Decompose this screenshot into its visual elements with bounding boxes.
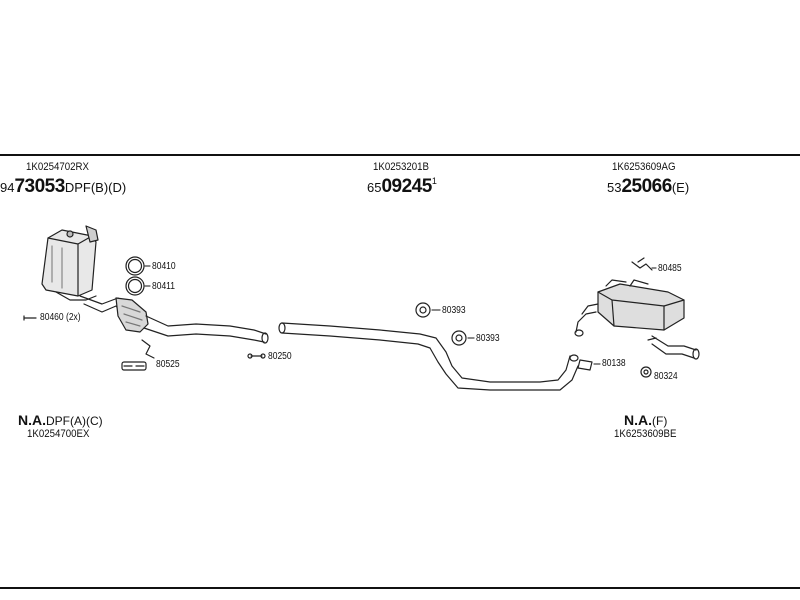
- bottom-right-na-label: N.A.(F): [624, 413, 667, 429]
- top-divider-line: [0, 154, 800, 156]
- ref-80525: 80525: [156, 359, 180, 370]
- ref-80393-a: 80393: [442, 305, 466, 316]
- section-1-suffix: DPF(B)(D): [64, 180, 127, 195]
- section-1-prefix: 94: [0, 180, 15, 195]
- rubber-mount-80393-b: [451, 330, 467, 346]
- section-3-prefix: 53: [607, 180, 622, 195]
- bolt-80250: [247, 353, 266, 359]
- section-2-number: 09245: [381, 176, 432, 197]
- ref-80460: 80460 (2x): [40, 312, 81, 323]
- bottom-left-oem-number: 1K0254700EX: [27, 428, 90, 440]
- bottom-right-na: N.A.: [624, 412, 652, 428]
- section-3-part-number: 5325066(E): [607, 177, 689, 196]
- bottom-divider-line: [0, 587, 800, 589]
- section-3-suffix: (E): [671, 180, 690, 195]
- hanger-80485: [631, 257, 653, 271]
- ref-80324: 80324: [654, 371, 678, 382]
- dpf-filter-unit: [41, 225, 99, 301]
- section-1-number: 73053: [14, 176, 65, 197]
- ref-80485: 80485: [658, 263, 682, 274]
- bracket-80525: [121, 339, 155, 371]
- section-2-part-number: 65092451: [367, 176, 437, 197]
- rubber-mount-80393-a: [415, 302, 431, 318]
- bottom-right-oem-number: 1K6253609BE: [614, 428, 677, 440]
- bottom-left-suffix: DPF(A)(C): [46, 414, 103, 428]
- ref-80411: 80411: [152, 281, 176, 292]
- bottom-left-na-label: N.A.DPF(A)(C): [18, 413, 103, 429]
- section-3-number: 25066: [621, 176, 672, 197]
- ref-80250: 80250: [268, 351, 292, 362]
- bottom-left-na: N.A.: [18, 412, 46, 428]
- section-2-prefix: 65: [367, 180, 382, 195]
- front-pipe: [79, 295, 269, 344]
- clamp-rings: [125, 256, 145, 296]
- section-2-suffix: 1: [431, 176, 437, 186]
- ref-80410: 80410: [152, 261, 176, 272]
- ref-80138: 80138: [602, 358, 626, 369]
- bolt-80460: [23, 315, 37, 321]
- mount-80324: [640, 366, 652, 378]
- center-pipe: [278, 322, 579, 391]
- section-2-oem-number: 1K0253201B: [373, 161, 429, 173]
- bottom-right-suffix: (F): [652, 414, 668, 428]
- section-1-part-number: 9473053DPF(B)(D): [0, 177, 126, 196]
- section-1-oem-number: 1K0254702RX: [26, 161, 89, 173]
- section-3-oem-number: 1K6253609AG: [612, 161, 676, 173]
- ref-80393-b: 80393: [476, 333, 500, 344]
- rear-muffler: [574, 279, 700, 360]
- clamp-80138: [577, 359, 593, 371]
